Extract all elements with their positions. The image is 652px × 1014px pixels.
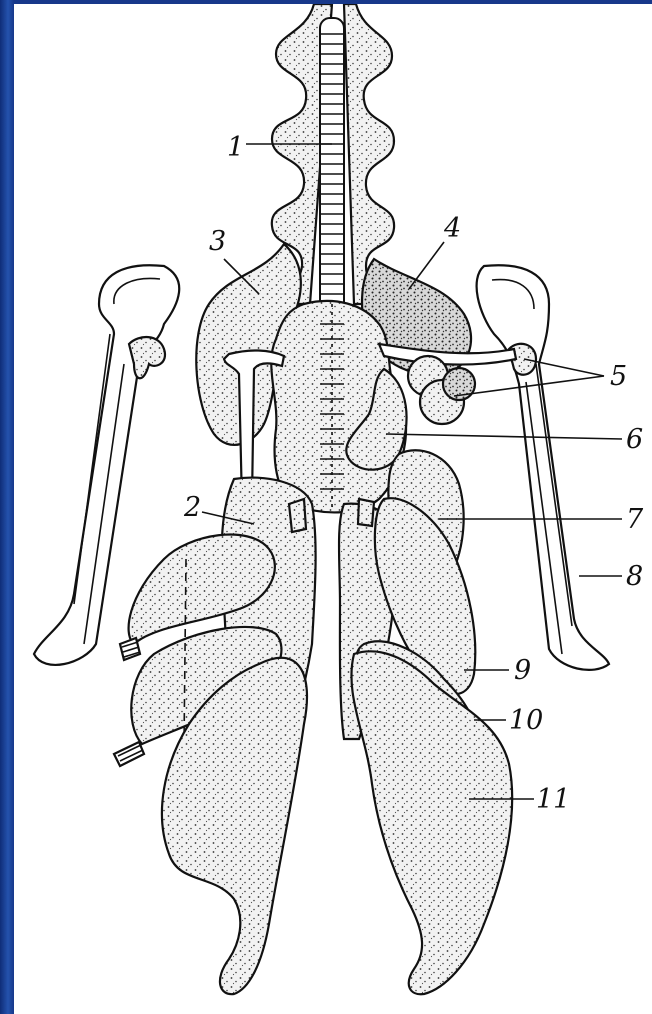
label-10: 10 — [509, 705, 543, 736]
leader-6 — [386, 434, 622, 439]
right-ganglia-chain — [344, 4, 394, 304]
label-3: 3 — [209, 226, 226, 257]
right-duct — [477, 265, 609, 670]
left-duct-branch — [129, 337, 165, 378]
spinal-cord — [320, 18, 344, 318]
label-8: 8 — [626, 561, 643, 592]
label-2: 2 — [183, 492, 201, 523]
leader-4 — [409, 242, 444, 289]
label-4: 4 — [443, 213, 461, 244]
label-11: 11 — [536, 784, 570, 815]
label-5: 5 — [610, 361, 627, 392]
anatomy-figure: 1 2 3 4 5 6 7 8 9 10 11 — [14, 4, 652, 1014]
label-6: 6 — [626, 424, 643, 455]
organ-11-right — [351, 651, 512, 994]
anatomy-drawing: 1 2 3 4 5 6 7 8 9 10 11 — [14, 4, 652, 1014]
label-1: 1 — [227, 132, 244, 163]
label-7: 7 — [626, 504, 644, 535]
label-9: 9 — [514, 655, 531, 686]
